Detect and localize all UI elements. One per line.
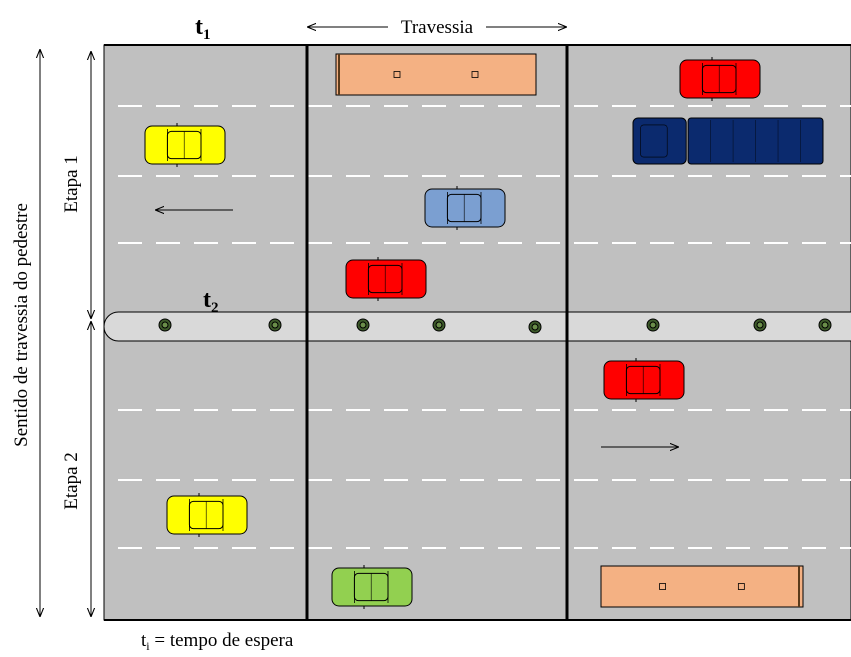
car-yellow-top-left bbox=[144, 123, 226, 167]
vehicles bbox=[144, 53, 824, 609]
car-red-top-right bbox=[679, 57, 761, 101]
car-green-bottom bbox=[331, 565, 413, 609]
stage1-label: Etapa 1 bbox=[61, 155, 82, 213]
crossing-label: Travessia bbox=[401, 17, 474, 38]
car-yellow-lower-left bbox=[166, 493, 248, 537]
t2-label: t2 bbox=[203, 287, 219, 316]
car-red-lower-right bbox=[603, 358, 685, 402]
pedestrian-direction-label: Sentido de travessia do pedestre bbox=[11, 203, 32, 447]
stage2-label: Etapa 2 bbox=[61, 452, 82, 510]
ti-definition: ti = tempo de espera bbox=[141, 630, 294, 653]
bus-orange-bottom bbox=[600, 565, 804, 608]
lane-markings bbox=[118, 105, 851, 549]
truck-navy-right bbox=[632, 117, 824, 165]
t1-label: t1 bbox=[195, 14, 211, 43]
car-red-near-median bbox=[345, 257, 427, 301]
bus-orange-top bbox=[335, 53, 537, 96]
median-shrubs bbox=[158, 318, 832, 334]
car-blue-middle bbox=[424, 186, 506, 230]
median-island bbox=[103, 311, 851, 342]
